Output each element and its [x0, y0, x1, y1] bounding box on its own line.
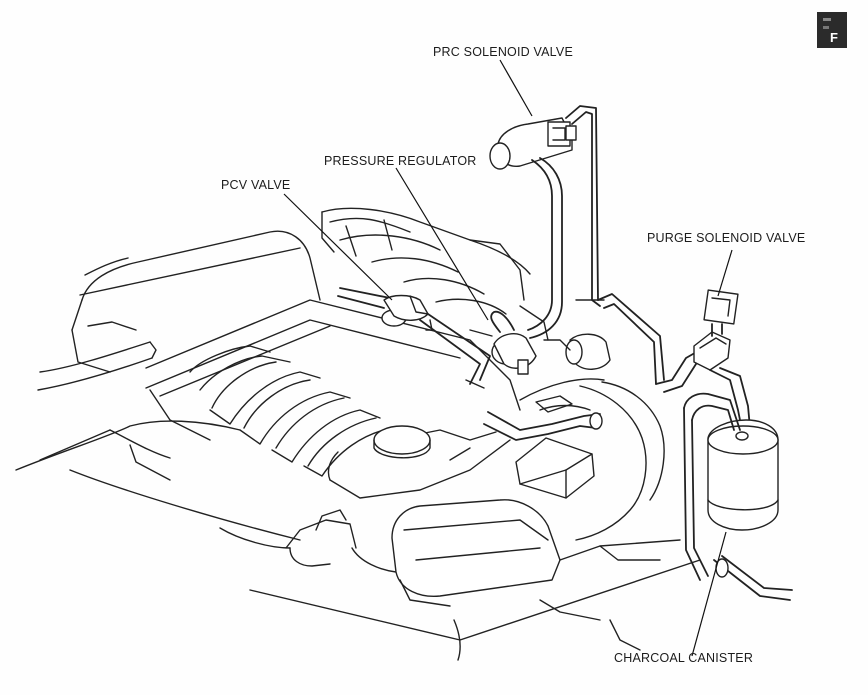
pcv-valve — [337, 287, 491, 389]
pressure-regulator — [469, 310, 537, 375]
vacuum-hoses — [483, 305, 611, 441]
engine-block — [15, 230, 701, 661]
label-pressure-regulator: PRESSURE REGULATOR — [324, 154, 476, 168]
label-charcoal-canister: CHARCOAL CANISTER — [614, 651, 753, 665]
label-prc-solenoid-valve: PRC SOLENOID VALVE — [433, 45, 573, 59]
charcoal-canister — [683, 392, 793, 601]
label-purge-solenoid-valve: PURGE SOLENOID VALVE — [647, 231, 805, 245]
purge-solenoid-valve — [597, 289, 751, 431]
intake-runners — [321, 207, 531, 315]
leader-lines — [283, 59, 733, 657]
corner-tab-letter: F — [830, 30, 838, 45]
prc-solenoid-valve — [489, 105, 605, 339]
corner-tab-icon: F — [817, 12, 847, 48]
label-pcv-valve: PCV VALVE — [221, 178, 290, 192]
